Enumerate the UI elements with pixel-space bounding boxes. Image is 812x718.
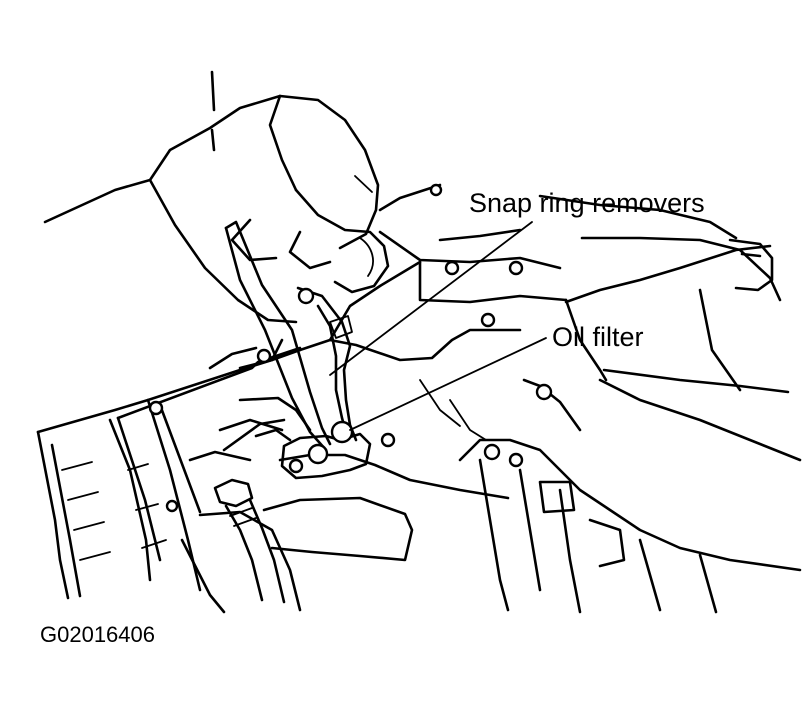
snap-ring-removers-label: Snap ring removers (469, 188, 705, 218)
callout-leaders (329, 221, 547, 431)
snap-ring-remover-tool (224, 220, 358, 452)
hand-drawing (43, 70, 390, 324)
figure-id: G02016406 (40, 622, 155, 647)
oil-filter-label: Oil filter (552, 322, 644, 352)
transmission-case (36, 183, 802, 614)
oil-filter-leader (349, 337, 547, 431)
snap-ring-leader (329, 221, 533, 376)
